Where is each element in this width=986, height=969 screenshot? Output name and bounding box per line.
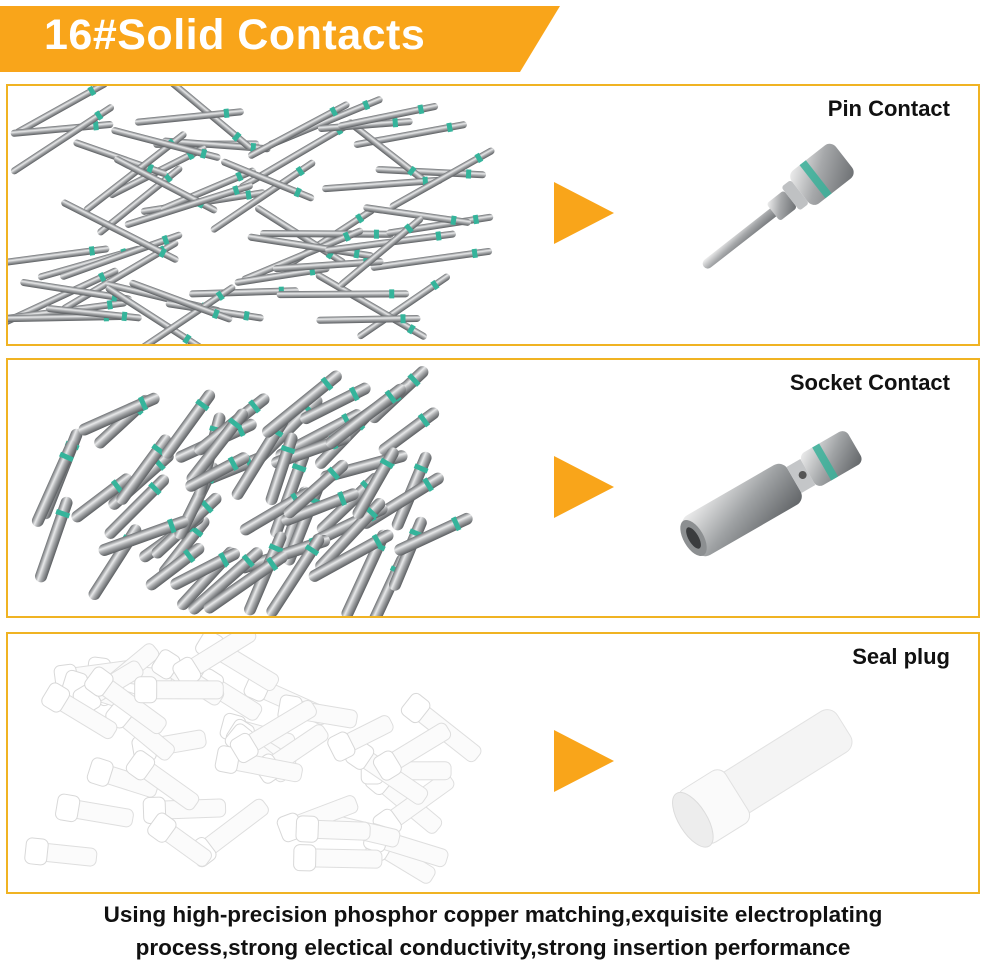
socket-part: [394, 512, 473, 556]
pin-part: [357, 273, 450, 340]
pin-contacts-pile: [8, 86, 495, 344]
panel-pin-contact: Pin Contact: [6, 84, 980, 346]
seal-part: [55, 793, 134, 828]
socket-part: [281, 488, 359, 526]
pin-part: [8, 267, 119, 326]
socket-part: [188, 547, 263, 615]
socket-part: [104, 474, 170, 539]
socket-pile-group: [31, 366, 473, 616]
socket-part: [262, 370, 342, 438]
panel-socket-contact: Socket Contact: [6, 358, 980, 618]
pin-part: [132, 284, 236, 344]
seal-part: [24, 837, 98, 867]
socket-part: [266, 534, 325, 616]
socket-contacts-pile: [31, 366, 473, 616]
socket-part: [283, 459, 349, 519]
pin-part: [363, 204, 471, 226]
socket-part: [315, 498, 386, 572]
pin-part: [10, 104, 115, 175]
seal-part: [125, 750, 200, 811]
pin-part: [353, 121, 467, 148]
pin-part: [338, 103, 439, 130]
seal-part: [229, 699, 317, 764]
seal-plugs-pile: [24, 634, 482, 884]
seal-pile-group: [24, 634, 482, 884]
socket-part: [325, 383, 406, 449]
pin-part: [375, 166, 487, 179]
socket-part: [265, 432, 298, 506]
pin-pile-group: [8, 86, 495, 344]
caption: Using high-precision phosphor copper mat…: [0, 898, 986, 964]
socket-part: [300, 382, 371, 425]
pin-part: [241, 227, 364, 283]
pin-part: [370, 247, 493, 271]
socket-part: [186, 408, 249, 485]
socket-part: [170, 548, 241, 590]
pin-part: [346, 119, 427, 184]
pin-part: [221, 158, 315, 202]
socket-part: [161, 389, 216, 459]
socket-part: [78, 392, 160, 436]
pin-part: [8, 245, 110, 267]
socket-contact-icon: [680, 431, 862, 557]
pin-part: [259, 229, 394, 239]
seal-part: [295, 815, 371, 843]
socket-part: [352, 447, 399, 520]
pin-part: [124, 182, 253, 228]
arrow-icon: [554, 456, 614, 518]
page-title: 16#Solid Contacts: [44, 11, 426, 59]
seal-part: [41, 682, 118, 740]
pin-part: [45, 305, 142, 322]
socket-part: [145, 542, 205, 591]
seal-part: [372, 722, 452, 781]
caption-line-2: process,strong electical conductivity,st…: [135, 935, 851, 960]
seal-part: [327, 715, 394, 762]
seal-plug-icon: [672, 709, 853, 848]
pin-part: [134, 108, 244, 126]
pin-part: [338, 216, 424, 288]
pin-part: [247, 101, 350, 159]
socket-part: [378, 407, 440, 456]
socket-part: [35, 496, 73, 583]
pin-part: [276, 289, 410, 299]
pin-part: [316, 314, 421, 324]
panel-label-pin: Pin Contact: [827, 96, 950, 121]
pin-contact-icon: [702, 143, 854, 269]
pin-part: [14, 86, 108, 136]
arrow-icon: [554, 730, 614, 792]
seal-part: [172, 634, 257, 687]
panel-label-socket: Socket Contact: [789, 370, 950, 395]
caption-line-1: Using high-precision phosphor copper mat…: [103, 902, 883, 927]
seal-part: [147, 812, 212, 867]
panel-label-seal: Seal plug: [852, 644, 950, 669]
pin-part: [111, 127, 221, 161]
pin-part: [210, 159, 316, 233]
title-banner: [0, 6, 560, 72]
pin-part: [10, 121, 114, 137]
seal-part: [293, 844, 383, 872]
socket-part: [71, 473, 133, 523]
panel-seal-plug: Seal plug: [6, 632, 980, 894]
socket-part: [185, 452, 250, 492]
pin-part: [129, 279, 233, 323]
pin-part: [105, 285, 203, 344]
socket-part: [203, 551, 288, 614]
seal-part: [84, 666, 167, 735]
socket-part: [31, 440, 78, 527]
socket-part: [98, 516, 189, 556]
seal-part: [134, 676, 224, 704]
pin-part: [315, 272, 427, 340]
socket-part: [308, 529, 394, 582]
pin-part: [61, 199, 179, 263]
arrow-icon: [554, 182, 614, 244]
pin-part: [247, 233, 375, 260]
pin-part: [389, 147, 495, 210]
pin-part: [160, 167, 256, 212]
